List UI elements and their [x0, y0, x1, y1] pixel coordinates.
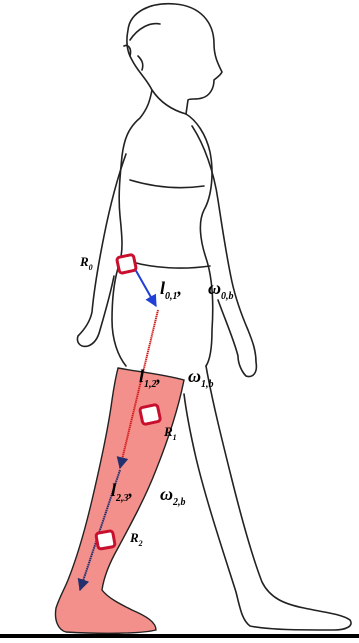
sensor-label-r0: R0	[79, 254, 93, 272]
torso-outline	[112, 90, 152, 366]
back-arm	[77, 154, 126, 346]
imu-sensor-icon	[96, 531, 116, 550]
vector-l01	[135, 269, 156, 306]
bra-line	[130, 180, 204, 188]
omega-label-2b: ω2,b	[160, 484, 186, 508]
imu-sensor-icon	[140, 404, 161, 424]
front-arm	[192, 126, 256, 376]
waist-line	[132, 262, 210, 268]
sensor-label-r2: R2	[129, 530, 143, 548]
imu-sensor-icon	[117, 254, 137, 273]
vector-label-l01: l0,1,	[160, 278, 182, 302]
far-leg	[184, 366, 351, 630]
hair-lines	[124, 24, 160, 70]
torso-front	[186, 114, 213, 366]
omega-label-1b: ω1,b	[188, 366, 214, 390]
